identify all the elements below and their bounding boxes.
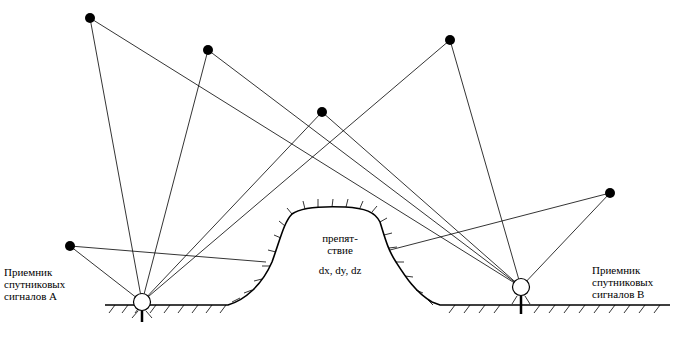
satellites xyxy=(65,13,615,251)
receiver-circle xyxy=(132,292,152,312)
terrain xyxy=(105,199,670,322)
receiver-node: Приемник спутниковых сигналов В xyxy=(505,264,675,314)
receiver-node: Приемник спутниковых сигналов А xyxy=(4,266,154,316)
signal-lines xyxy=(70,18,610,302)
obstacle-node: препят- ствие dx, dy, dz xyxy=(298,232,382,292)
obstacle-label: препят- ствие xyxy=(315,232,366,256)
receiver-label: Приемник спутниковых сигналов В xyxy=(592,264,672,300)
receiver-circle xyxy=(511,277,531,297)
receiver-label: Приемник спутниковых сигналов А xyxy=(4,266,99,302)
offset-label: dx, dy, dz xyxy=(298,264,382,276)
